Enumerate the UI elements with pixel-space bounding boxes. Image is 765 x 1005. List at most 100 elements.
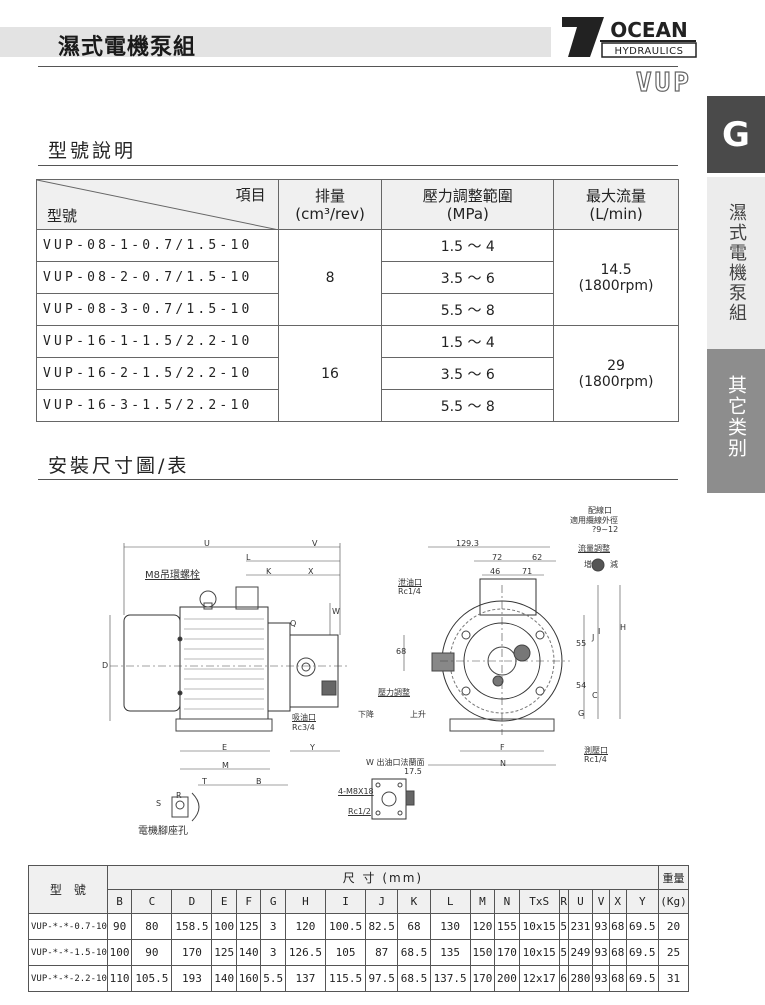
dimension-cell: 90 — [131, 939, 173, 966]
outlet-rc-label: Rc1/2 — [348, 807, 371, 816]
dimension-cell: 140 — [235, 939, 262, 966]
dimension-cell: 249 — [567, 939, 594, 966]
outlet-bolt-label: 4-M8X18 — [338, 787, 374, 796]
dimension-cell: 68 — [608, 965, 627, 992]
column-header: I — [324, 889, 367, 914]
side-tab-g[interactable]: G — [707, 96, 765, 173]
dim-letter-r: R — [176, 791, 182, 800]
dim-label: 54 — [576, 681, 587, 690]
dimension-cell: 125 — [211, 939, 237, 966]
logo-top-text: OCEAN — [610, 18, 688, 42]
table-row: VUP-16-2-1.5/2.2-10 3.5 ～ 6 — [36, 357, 679, 390]
column-header: F — [235, 889, 262, 914]
dimension-cell: 68.5 — [397, 939, 431, 966]
dimension-cell: 126.5 — [284, 939, 327, 966]
dim-letter-n: N — [500, 759, 506, 768]
dimension-cell: 100.5 — [324, 913, 367, 940]
dim-letter-c: C — [592, 691, 598, 700]
pressure-cell: 5.5 ～ 8 — [381, 293, 555, 326]
suction-size-label: Rc3/4 — [292, 723, 315, 732]
section-divider — [38, 165, 678, 166]
dimension-table: 型 號 尺 寸 (mm) 重量 B C D E F G H I J K L M … — [28, 865, 689, 992]
dimension-cell: 68.5 — [397, 965, 431, 992]
column-header: C — [131, 889, 173, 914]
dimension-cell: 130 — [429, 913, 471, 940]
dimension-cell: 12x17 — [518, 965, 560, 992]
flow-decrease-label: 減 — [610, 560, 618, 569]
dimension-cell: 150 — [469, 939, 496, 966]
suction-port-label: 吸油口 — [292, 713, 316, 722]
dim-letter-f: F — [500, 743, 505, 752]
dim-label: 62 — [532, 553, 543, 562]
dimension-cell: 97.5 — [365, 965, 399, 992]
dim-label: 55 — [576, 639, 587, 648]
eyebolt-label: M8吊環螺栓 — [145, 570, 200, 581]
column-header: G — [260, 889, 286, 914]
column-header: J — [365, 889, 399, 914]
dim-letter-v: V — [312, 539, 318, 548]
dimensions-header: 尺 寸 (mm) — [106, 865, 660, 890]
weight-header: 重量 — [658, 865, 689, 890]
corner-item-label: 項目 — [235, 186, 266, 204]
pressure-cell: 3.5 ～ 6 — [381, 357, 555, 390]
dimension-cell: 105.5 — [131, 965, 173, 992]
table-row: VUP-16-3-1.5/2.2-10 5.5 ～ 8 — [36, 389, 679, 422]
dimension-cell: 160 — [235, 965, 262, 992]
column-header: B — [106, 889, 133, 914]
dimension-cell: 115.5 — [324, 965, 367, 992]
section-title-model-description: 型號說明 — [48, 140, 137, 162]
dimension-cell: 68 — [397, 913, 431, 940]
model-code: VUP — [635, 67, 692, 98]
pressure-cell: 3.5 ～ 6 — [381, 261, 555, 294]
dim-letter-t: T — [202, 777, 207, 786]
flow-cell: 29(1800rpm) — [553, 325, 679, 422]
dim-letter-d: D — [102, 661, 109, 670]
dimension-cell: 135 — [429, 939, 471, 966]
pressure-cell: 5.5 ～ 8 — [381, 389, 555, 422]
dim-letter-h: H — [620, 623, 627, 632]
side-tab-other-categories[interactable]: 其它类别 — [707, 349, 765, 493]
displacement-header: 排量(cm³/rev) — [277, 179, 383, 230]
weight-cell: 25 — [658, 939, 689, 966]
drain-port-label: 泄油口 — [398, 578, 422, 587]
dimension-cell: 200 — [494, 965, 520, 992]
dimension-cell: 170 — [469, 965, 496, 992]
displacement-cell: 8 — [277, 229, 383, 326]
column-header: U — [567, 889, 594, 914]
model-cell: VUP-08-1-0.7/1.5-10 — [36, 229, 279, 262]
dim-letter-g: G — [578, 709, 585, 718]
dimension-cell: 120 — [469, 913, 496, 940]
section-divider — [38, 479, 678, 480]
wiring-port-label: 配線口 — [588, 506, 612, 515]
dimension-cell: 170 — [494, 939, 520, 966]
dimension-cell: 5.5 — [260, 965, 286, 992]
dim-label: 68 — [396, 647, 407, 656]
dimension-cell: 90 — [106, 913, 133, 940]
dimension-cell: 93 — [592, 939, 610, 966]
column-header: L — [429, 889, 471, 914]
gauge-size-label: Rc1/4 — [584, 755, 607, 764]
pressure-adjust-label: 壓力調整 — [378, 688, 410, 697]
weight-unit-header: (Kg) — [658, 889, 689, 914]
dim-label: 71 — [522, 567, 533, 576]
gauge-port-label: 測壓口 — [584, 746, 608, 755]
dimension-cell: 231 — [567, 913, 594, 940]
dim-letter-x: X — [308, 567, 314, 576]
dimension-cell: 193 — [171, 965, 213, 992]
dimension-cell: 5 — [558, 939, 569, 966]
model-cell: VUP-16-2-1.5/2.2-10 — [36, 357, 279, 390]
pressure-header: 壓力調整範圍(MPa) — [381, 179, 555, 230]
dimension-cell: 87 — [365, 939, 399, 966]
dim-letter-k: K — [266, 567, 272, 576]
column-header: V — [592, 889, 610, 914]
side-tab-wet-motor-pump[interactable]: 濕式電機泵組 — [707, 177, 765, 349]
table-row: VUP-16-1-1.5/2.2-10 16 1.5 ～ 4 29(1800rp… — [36, 325, 679, 422]
column-header: H — [284, 889, 327, 914]
dimension-cell: 155 — [494, 913, 520, 940]
wiring-range-label: ?9~12 — [592, 525, 619, 534]
side-view — [109, 543, 350, 822]
corner-model-label: 型號 — [47, 207, 78, 225]
header-band — [0, 27, 551, 57]
